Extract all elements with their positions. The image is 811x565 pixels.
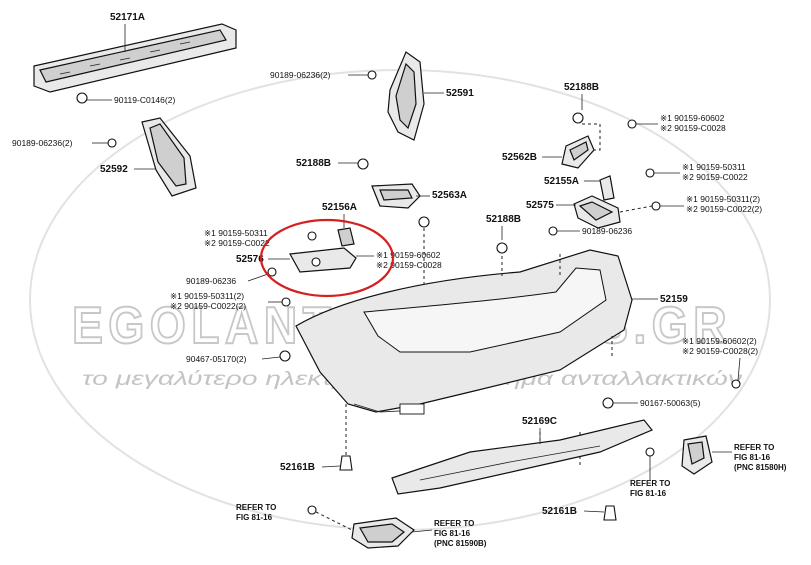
ref-2-line-2: FIG 81-16 xyxy=(630,489,667,498)
clip-icon xyxy=(367,70,377,80)
pair-g2: ※2 90159-C0028(2) xyxy=(682,346,758,356)
ref-1-line-2: FIG 81-16 xyxy=(734,453,771,462)
ref-2-line-1: REFER TO xyxy=(630,479,670,488)
part-52169c-lower-spoiler xyxy=(391,419,653,495)
label-52161b-a: 52161B xyxy=(280,462,315,473)
screw-icon xyxy=(627,119,637,129)
part-reflector-left xyxy=(351,517,415,549)
part-52592-bracket xyxy=(141,117,197,197)
ref-4-line-2: FIG 81-16 xyxy=(434,529,471,538)
screw-icon xyxy=(651,201,661,211)
label-90189-c: 90189-06236 xyxy=(186,276,236,286)
part-52591-bracket xyxy=(387,51,425,141)
label-90189-b: 90189-06236(2) xyxy=(270,70,331,80)
clip-icon xyxy=(267,267,277,277)
part-52171a-reinforcement xyxy=(33,23,237,93)
label-52171a: 52171A xyxy=(110,12,145,23)
bolt-icon xyxy=(76,92,88,104)
clip-icon xyxy=(279,350,291,362)
label-52169c: 52169C xyxy=(522,416,557,427)
part-52155a-clip xyxy=(599,175,615,201)
pair-f1: ※1 90159-50311(2) xyxy=(686,194,760,204)
highlight-circle xyxy=(259,218,395,298)
clip-icon xyxy=(572,112,584,124)
label-52161b-b: 52161B xyxy=(542,506,577,517)
clip-icon xyxy=(602,397,614,409)
part-52576-retainer xyxy=(289,227,357,273)
label-52188b-c: 52188B xyxy=(486,214,521,225)
fastener-icon xyxy=(339,455,353,471)
label-52592: 52592 xyxy=(100,164,128,175)
fastener-icon xyxy=(603,505,617,521)
part-52563a-retainer xyxy=(371,183,421,209)
clip-icon xyxy=(496,242,508,254)
label-90119: 90119-C0146(2) xyxy=(114,95,175,105)
ref-3-line-2: FIG 81-16 xyxy=(236,513,273,522)
pair-b1: ※1 90159-60602 xyxy=(376,250,441,260)
label-52188b-b: 52188B xyxy=(564,82,599,93)
pair-g1: ※1 90159-60602(2) xyxy=(682,336,757,346)
pair-c1: ※1 90159-50311(2) xyxy=(170,291,244,301)
clip-icon xyxy=(357,158,369,170)
pair-e1: ※1 90159-50311 xyxy=(682,162,746,172)
pair-c2: ※2 90159-C0022(2) xyxy=(170,301,246,311)
part-52562b-retainer xyxy=(561,135,595,169)
screw-icon xyxy=(645,168,655,178)
ref-1-line-3: (PNC 81580H) xyxy=(734,463,787,472)
label-52188b-a: 52188B xyxy=(296,158,331,169)
label-90467: 90467-05170(2) xyxy=(186,354,247,364)
pair-e2: ※2 90159-C0022 xyxy=(682,172,748,182)
part-reflector-right xyxy=(681,435,713,475)
label-90189-d: 90189-06236 xyxy=(582,226,632,236)
screw-icon xyxy=(645,447,655,457)
label-90167: 90167-50063(5) xyxy=(640,398,701,408)
ref-4-line-3: (PNC 81590B) xyxy=(434,539,487,548)
pair-a2: ※2 90159-C0022 xyxy=(204,238,270,248)
ref-3-line-1: REFER TO xyxy=(236,503,276,512)
bolt-icon xyxy=(418,216,430,228)
pair-d1: ※1 90159-60602 xyxy=(660,113,725,123)
pair-a1: ※1 90159-50311 xyxy=(204,228,268,238)
screw-icon xyxy=(307,505,317,515)
ref-1-line-1: REFER TO xyxy=(734,443,774,452)
pair-d2: ※2 90159-C0028 xyxy=(660,123,726,133)
label-90189-a: 90189-06236(2) xyxy=(12,138,73,148)
part-52159-bumper-cover xyxy=(295,249,633,415)
label-52563a: 52563A xyxy=(432,190,467,201)
screw-icon xyxy=(731,379,741,389)
part-52575-retainer xyxy=(573,195,621,229)
pair-f2: ※2 90159-C0022(2) xyxy=(686,204,762,214)
label-52156a: 52156A xyxy=(322,202,357,213)
clip-icon xyxy=(548,226,558,236)
screw-icon xyxy=(281,297,291,307)
clip-icon xyxy=(107,138,117,148)
label-52591: 52591 xyxy=(446,88,474,99)
pair-b2: ※2 90159-C0028 xyxy=(376,260,442,270)
label-52155a: 52155A xyxy=(544,176,579,187)
ref-4-line-1: REFER TO xyxy=(434,519,474,528)
label-52159: 52159 xyxy=(660,294,688,305)
label-52562b: 52562B xyxy=(502,152,537,163)
label-52575: 52575 xyxy=(526,200,554,211)
label-52576: 52576 xyxy=(236,254,264,265)
